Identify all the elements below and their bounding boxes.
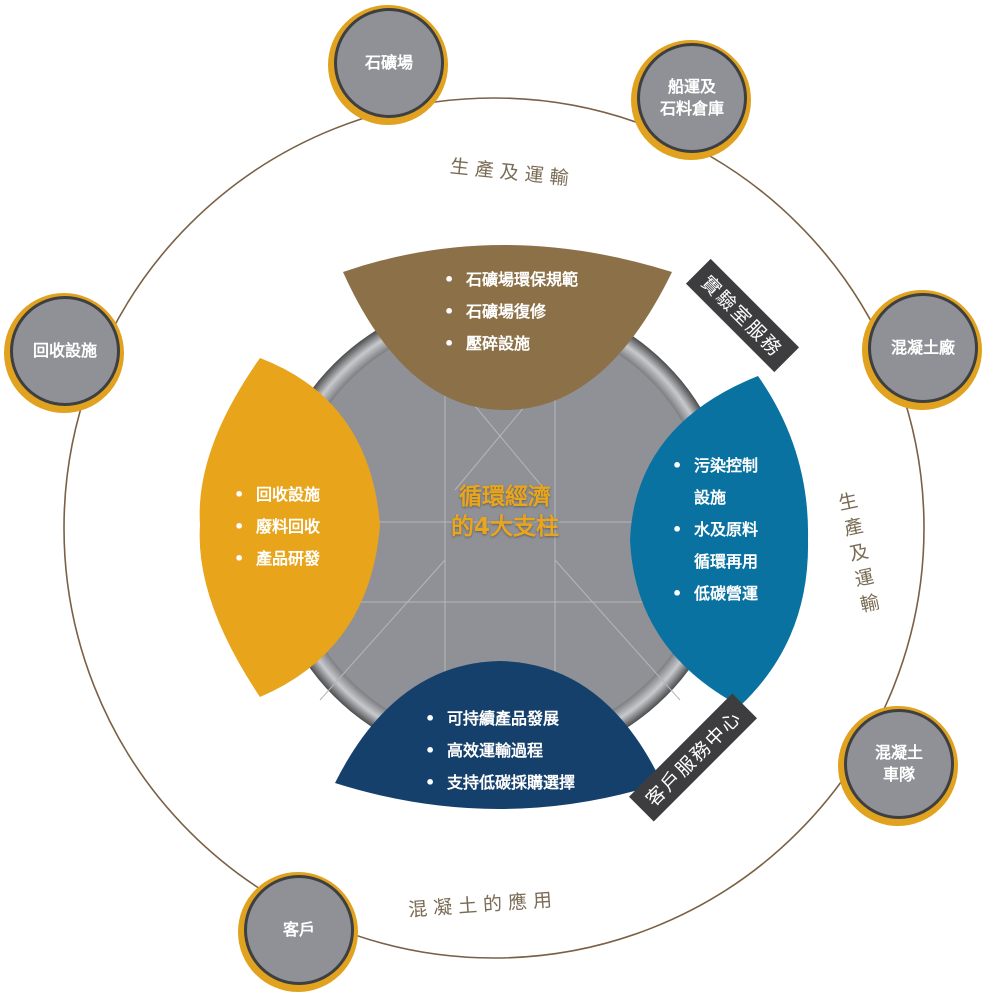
node-quarry-label: 石礦場 <box>334 8 444 118</box>
list-item: 污染控制 <box>672 450 758 482</box>
node-concrete-plant: 混凝土廠 <box>862 290 982 410</box>
node-customer: 客戶 <box>238 872 358 992</box>
node-concrete-plant-label: 混凝土廠 <box>868 293 978 403</box>
node-customer-label: 客戶 <box>244 875 354 985</box>
center-title: 循環經濟 的4大支柱 <box>420 482 590 542</box>
list-item: 高效運輸過程 <box>425 735 575 767</box>
node-concrete-fleet: 混凝土 車隊 <box>838 706 958 826</box>
pillar-left-list: 回收設施 廢料回收 產品研發 <box>234 479 320 575</box>
list-item: 回收設施 <box>234 479 320 511</box>
pillar-bottom-list: 可持續產品發展 高效運輸過程 支持低碳採購選擇 <box>425 703 575 799</box>
list-item: 支持低碳採購選擇 <box>425 767 575 799</box>
list-item: 循環再用 <box>694 552 759 571</box>
center-grid <box>290 395 710 701</box>
list-item: 可持續產品發展 <box>425 703 575 735</box>
list-item: 壓碎設施 <box>444 328 578 360</box>
outer-ring <box>63 97 925 959</box>
node-recycling-label: 回收設施 <box>10 296 120 406</box>
pillar-right-list: 污染控制 設施 水及原料 循環再用 低碳營運 <box>672 450 758 610</box>
list-item: 設施 <box>694 488 727 507</box>
center-disc <box>288 318 712 742</box>
center-title-line1: 循環經濟 <box>459 484 551 510</box>
center-title-line2: 的4大支柱 <box>450 514 559 540</box>
list-item: 低碳營運 <box>672 578 758 610</box>
list-item: 廢料回收 <box>234 511 320 543</box>
node-shipping-warehouse: 船運及 石料倉庫 <box>631 40 751 160</box>
list-item: 產品研發 <box>234 543 320 575</box>
node-quarry: 石礦場 <box>328 5 448 125</box>
list-item: 水及原料 <box>672 514 758 546</box>
node-recycling-facility: 回收設施 <box>4 293 124 413</box>
node-fleet-label: 混凝土 車隊 <box>844 709 954 819</box>
list-item: 石礦場環保規範 <box>444 264 578 296</box>
node-shipping-label: 船運及 石料倉庫 <box>637 43 747 153</box>
list-item: 石礦場復修 <box>444 296 578 328</box>
pillar-top-list: 石礦場環保規範 石礦場復修 壓碎設施 <box>444 264 578 360</box>
